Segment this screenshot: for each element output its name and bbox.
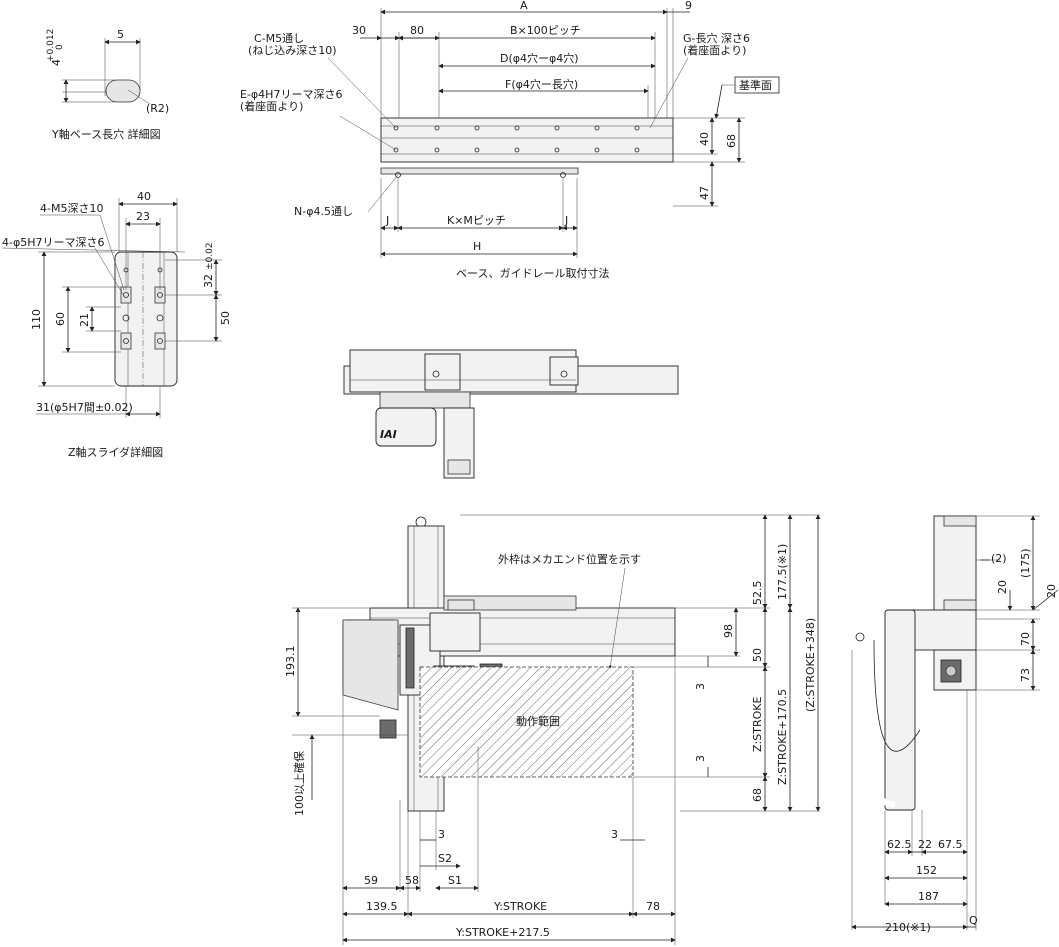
base-holes [393,125,640,178]
base-dim-47: 47 [698,186,711,200]
main-dim-78: 78 [646,900,660,913]
side-view: (2) 20 (175) 20 70 73 62.5 22 67.5 152 1… [851,515,1059,934]
operating-range-area [419,666,634,778]
slot-width-label: 5 [117,28,124,41]
dim-h21: 21 [78,313,91,327]
slot-tol-upper: +0.012 [46,29,56,62]
main-dim-z-170: Z:STROKE+170.5 [776,689,789,785]
base-dim-68: 68 [725,134,738,148]
clearance-note: 100以上確保 [292,751,306,816]
main-dim-z-stroke: Z:STROKE [751,697,764,752]
base-dim-30: 30 [352,24,366,37]
main-dim-s1: S1 [448,874,462,887]
main-dim-58: 58 [405,874,419,887]
side-dim-175: (175) [1019,548,1032,578]
dim-h110: 110 [30,309,43,330]
note-datum: 基準面 [739,78,772,92]
base-dim-B: B×100ピッチ [510,24,581,37]
base-dim-K: K×Mピッチ [447,214,506,227]
z-slider-caption: Z軸スライダ詳細図 [68,445,163,459]
side-dim-20a: 20 [996,580,1009,594]
note-c-m5-depth: (ねじ込み深さ10) [248,44,337,57]
main-dim-193-1: 193.1 [284,646,297,678]
base-dim-H: H [473,240,481,253]
top-assembly-view: IAI [343,349,679,479]
base-dim-J2: J [564,214,568,227]
side-dim-22: 22 [918,838,932,851]
mechaend-note: 外枠はメカエンド位置を示す [498,552,641,566]
side-dim-73: 73 [1019,668,1032,682]
base-dim-F: F(φ4穴ー長穴) [505,77,578,91]
main-dim-98: 98 [722,624,735,638]
base-dim-J1: J [385,214,389,227]
side-dim-62-5: 62.5 [887,838,912,851]
slot-height-label: 4 [50,59,63,66]
main-dim-s2: S2 [438,852,452,865]
slot-radius-label: (R2) [146,102,169,115]
dim-h50: 50 [219,311,232,325]
base-dim-80: 80 [410,24,424,37]
dim-h32: 32 [202,274,215,288]
ream-label: 4-φ5H7リーマ深さ6 [2,236,105,249]
main-front-view: 動作範囲 外枠はメカエンド位置を示す 52.5 98 50 3 Z:STROKE… [284,511,821,945]
base-dim-40: 40 [698,132,711,146]
note-e-ream-sub: (着座面より) [240,99,303,113]
side-dim-187: 187 [918,890,939,903]
main-dim-3b: 3 [694,755,707,762]
base-view: A 9 30 80 B×100ピッチ D(φ4穴ーφ4穴) F(φ4穴ー長穴) … [240,0,780,280]
tap-label: 4-M5深さ10 [40,202,103,215]
side-dim-67-5: 67.5 [938,838,963,851]
side-dim-210: 210(※1) [885,921,931,934]
note-e-ream: E-φ4H7リーマ深さ6 [240,88,342,101]
main-dim-68: 68 [751,788,764,802]
y-slot-caption: Y軸ベース長穴 詳細図 [51,127,161,141]
slot-tol-lower: 0 [55,44,65,50]
main-dim-3a: 3 [694,683,707,690]
side-dim-Q: Q [969,914,978,927]
dim-h32-tol: ±0.02 [205,242,215,270]
side-dim-20b: 20 [1045,584,1058,598]
main-dim-139-5: 139.5 [366,900,398,913]
note-g-slot-sub: (着座面より) [683,43,746,57]
main-dim-3d: 3 [611,828,618,841]
dim-w40: 40 [137,190,151,203]
base-dim-D: D(φ4穴ーφ4穴) [500,51,579,65]
main-dim-50: 50 [751,648,764,662]
dim-h60: 60 [54,312,67,326]
top-logo: IAI [380,428,397,441]
dim-w23: 23 [136,210,150,223]
side-dim-152: 152 [916,864,937,877]
main-dim-z-348: (Z:STROKE+348) [804,618,817,712]
y-slot-detail: 5 4 +0.012 0 (R2) Y軸ベース長穴 詳細図 [46,28,169,141]
base-dim-9: 9 [685,0,692,12]
note-g-slot: G-長穴 深さ6 [683,31,750,45]
note-n-hole: N-φ4.5通し [294,205,353,218]
main-dim-y-stroke: Y:STROKE [493,900,547,913]
base-view-caption: ベース、ガイドレール取付寸法 [456,266,609,280]
note-c-m5: C-M5通し [254,32,304,45]
main-dim-52-5: 52.5 [751,581,764,606]
main-dim-177-5: 177.5(※1) [776,544,789,600]
z-slider-detail: 40 23 4-M5深さ10 4-φ5H7リーマ深さ6 110 60 21 32… [1,190,232,459]
base-dim-A: A [520,0,528,12]
main-dim-y-217: Y:STROKE+217.5 [455,926,550,939]
main-dim-3c: 3 [438,828,445,841]
dim-bottom: 31(φ5H7間±0.02) [36,401,133,414]
side-dim-70: 70 [1019,632,1032,646]
operating-range-label: 動作範囲 [516,714,560,728]
main-dim-59: 59 [364,874,378,887]
side-dim-2: (2) [991,552,1007,565]
